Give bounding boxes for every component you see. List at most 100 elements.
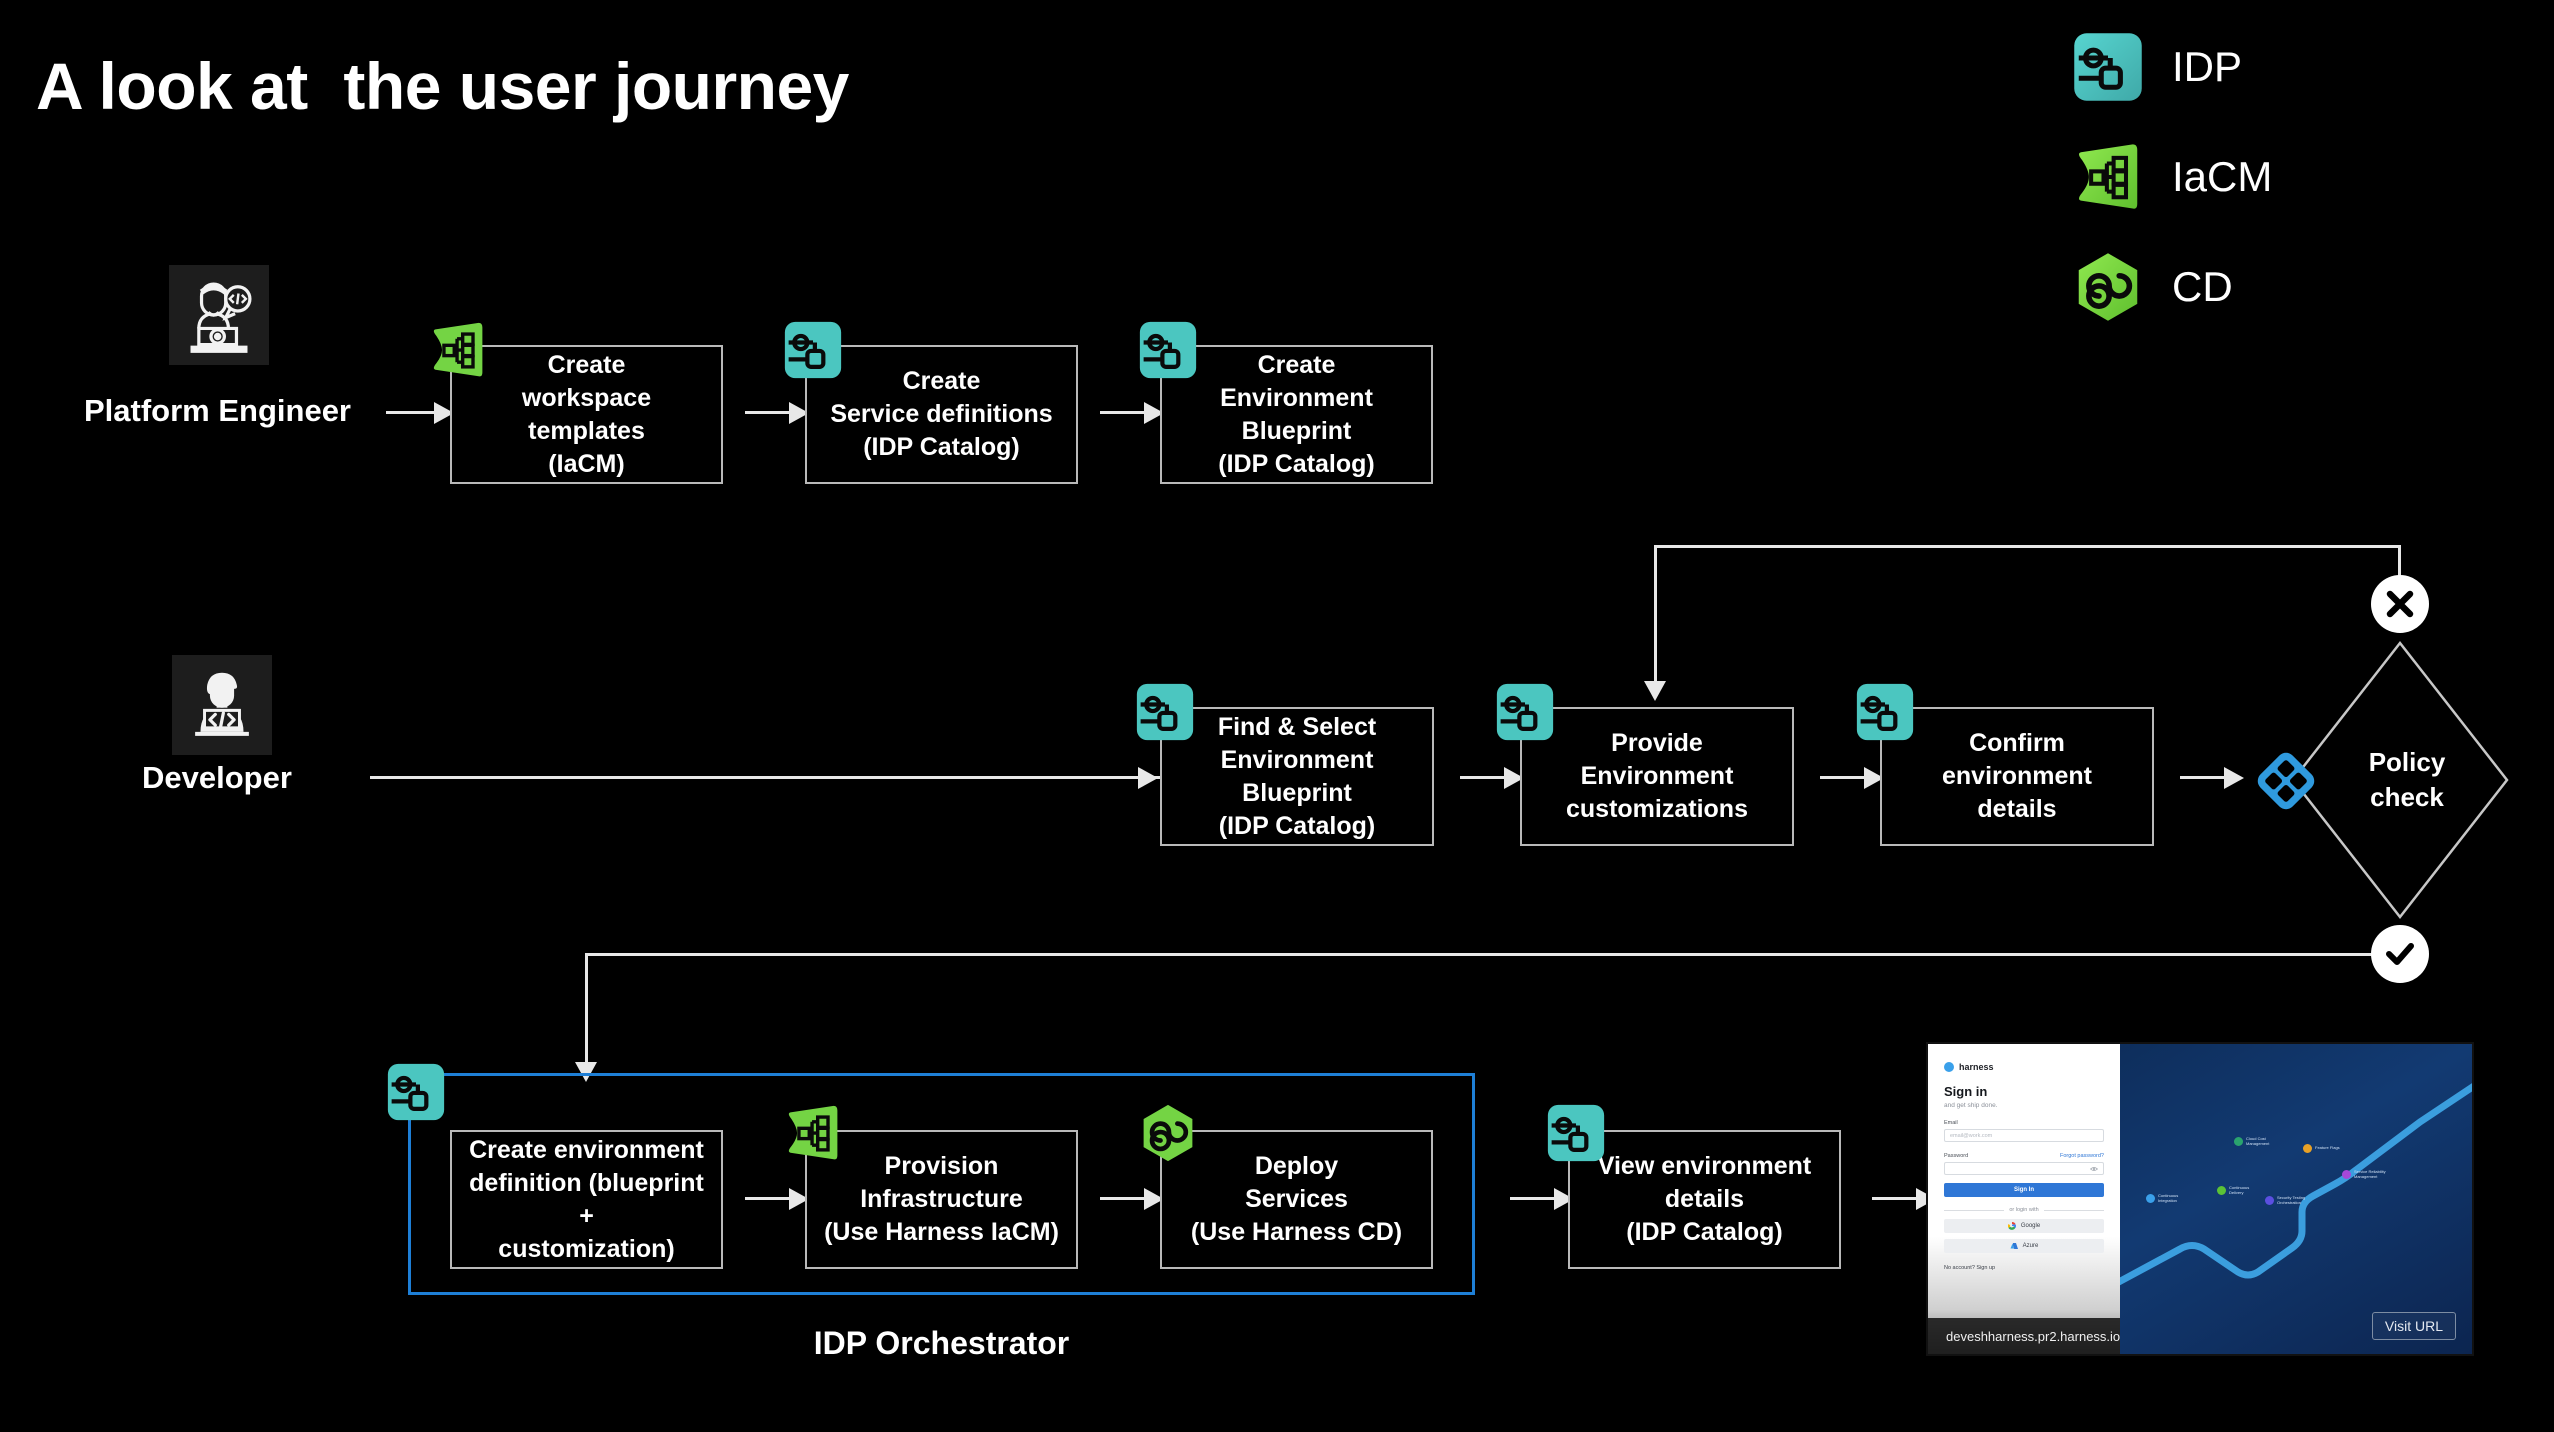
developer-avatar <box>172 655 272 755</box>
node-label: Create environment definition (blueprint… <box>469 1135 704 1263</box>
node-provide-environment-customizations: Provide Environment customizations <box>1520 707 1794 846</box>
harness-logo-text: harness <box>1959 1062 1994 1072</box>
connector-reject-down <box>1654 545 1657 683</box>
idp-module-icon <box>1138 320 1198 380</box>
signin-panel: harness Sign in and get ship done. Email… <box>1928 1044 2120 1354</box>
harness-logo-mark <box>1944 1062 1954 1072</box>
password-field[interactable] <box>1944 1162 2104 1175</box>
idp-module-icon <box>783 320 843 380</box>
ccm-dot-icon <box>2234 1137 2243 1147</box>
iacm-module-icon <box>783 1103 843 1163</box>
ci-label: Continuous Integration <box>2158 1193 2179 1203</box>
ff-label: Feature Flags <box>2315 1145 2340 1151</box>
journey-node-sto: Security Testing Orchestration <box>2265 1195 2305 1206</box>
no-account-signup[interactable]: No account? Sign up <box>1944 1265 1996 1271</box>
journey-node-ccm: Cloud Cost Management <box>2234 1136 2270 1147</box>
arrowhead-create-def-to-provision <box>789 1188 809 1210</box>
node-confirm-environment-details: Confirm environment details <box>1880 707 2154 846</box>
harness-signin-screenshot[interactable]: harness Sign in and get ship done. Email… <box>1928 1044 2472 1354</box>
signin-button[interactable]: Sign In <box>1944 1183 2104 1197</box>
journey-node-cd: Continuous Delivery <box>2217 1185 2250 1196</box>
idp-module-icon <box>386 1062 446 1122</box>
policy-check-decision <box>2290 640 2510 920</box>
legend-label-idp: IDP <box>2172 43 2243 90</box>
connector-approve-down <box>585 953 588 1065</box>
check-circle-icon <box>2371 925 2429 983</box>
connector-reject-up <box>2398 545 2401 581</box>
azure-login-button[interactable]: Azure <box>1944 1239 2104 1253</box>
developer-glyph <box>195 672 249 736</box>
connector-provision-to-deploy <box>1100 1197 1148 1200</box>
journey-node-ci: Continuous Integration <box>2146 1193 2179 1204</box>
journey-node-srm: Service Reliability Management <box>2342 1169 2386 1180</box>
connector-create-def-to-provision <box>745 1197 793 1200</box>
x-circle-icon <box>2371 575 2429 633</box>
platform-engineer-avatar <box>169 265 269 365</box>
connector-provide-to-confirm <box>1820 776 1868 779</box>
visit-url-button[interactable]: Visit URL <box>2371 1312 2456 1340</box>
legend-label-cd: CD <box>2172 263 2233 310</box>
cd-label: Continuous Delivery <box>2229 1185 2250 1195</box>
connector-step2-to-step3 <box>1100 411 1148 414</box>
arrowhead-developer-to-find-select <box>1138 767 1158 789</box>
google-login-button[interactable]: Google <box>1944 1219 2104 1233</box>
arrowhead-pe-to-step1 <box>434 402 454 424</box>
iacm-module-icon <box>428 320 488 380</box>
idp-module-icon <box>2072 31 2144 103</box>
arrowhead-step2-to-step3 <box>1144 402 1164 424</box>
divider-right <box>2043 1209 2105 1211</box>
arrowhead-step1-to-step2 <box>789 402 809 424</box>
node-label: View environment details (IDP Catalog) <box>1597 1152 1812 1246</box>
azure-icon <box>2010 1243 2018 1249</box>
node-create-environment-blueprint: Create Environment Blueprint (IDP Catalo… <box>1160 345 1433 484</box>
or-login-with-text: or login with <box>2009 1207 2039 1213</box>
password-label: Password <box>1944 1153 1969 1159</box>
journey-path <box>2111 1083 2472 1288</box>
srm-label: Service Reliability Management <box>2354 1169 2386 1179</box>
arrowhead-confirm-to-policy <box>2224 767 2244 789</box>
email-placeholder: email@work.com <box>1950 1132 1993 1139</box>
connector-reject-left <box>1654 545 2401 548</box>
arrowhead-find-to-provide <box>1504 767 1524 789</box>
eye-icon[interactable] <box>2090 1166 2098 1172</box>
srm-dot-icon <box>2342 1170 2351 1180</box>
platform-engineer-label: Platform Engineer <box>84 393 351 428</box>
idp-orchestrator-container <box>408 1073 1475 1295</box>
arrowhead-approve-into-orchestrator <box>575 1062 597 1082</box>
node-view-environment-details: View environment details (IDP Catalog) <box>1568 1130 1841 1269</box>
developer-label: Developer <box>142 760 292 795</box>
signin-subheading: and get ship done. <box>1944 1102 1998 1109</box>
sto-dot-icon <box>2265 1196 2274 1206</box>
connector-developer-to-find-select <box>370 776 1160 779</box>
connector-view-to-thumbnail <box>1872 1197 1920 1200</box>
google-icon <box>2007 1222 2016 1230</box>
email-field[interactable]: email@work.com <box>1944 1129 2104 1142</box>
email-label: Email <box>1944 1120 1958 1126</box>
node-find-select-environment-blueprint: Find & Select Environment Blueprint (IDP… <box>1160 707 1434 846</box>
opa-policy-icon <box>2253 748 2319 814</box>
legend-item-iacm: IaCM <box>2072 122 2492 232</box>
node-deploy-services: Deploy Services (Use Harness CD) <box>1160 1130 1433 1269</box>
azure-login-label: Azure <box>2022 1243 2039 1249</box>
or-login-divider: or login with <box>1944 1207 2105 1213</box>
check-icon <box>2386 943 2414 965</box>
connector-confirm-to-policy <box>2180 776 2228 779</box>
node-label: Deploy Services (Use Harness CD) <box>1190 1152 1403 1246</box>
connector-step1-to-step2 <box>745 411 793 414</box>
node-label: Create Service definitions (IDP Catalog) <box>830 367 1053 461</box>
iacm-module-icon <box>2072 141 2144 213</box>
node-label: Find & Select Environment Blueprint (IDP… <box>1217 712 1377 840</box>
idp-module-icon <box>1855 682 1915 742</box>
ci-dot-icon <box>2146 1194 2155 1204</box>
node-label: Confirm environment details <box>1941 729 2093 823</box>
idp-module-icon <box>1495 682 1555 742</box>
connector-find-to-provide <box>1460 776 1508 779</box>
forgot-password-link[interactable]: Forgot password? <box>2059 1153 2104 1159</box>
legend-item-idp: IDP <box>2072 12 2492 122</box>
policy-check-label: Policy check <box>2368 747 2446 813</box>
ccm-label: Cloud Cost Management <box>2246 1136 2270 1146</box>
url-bar: deveshharness.pr2.harness.io <box>1928 1318 2120 1354</box>
connector-approve-left <box>585 953 2399 956</box>
diamond-shape <box>2291 640 2509 920</box>
